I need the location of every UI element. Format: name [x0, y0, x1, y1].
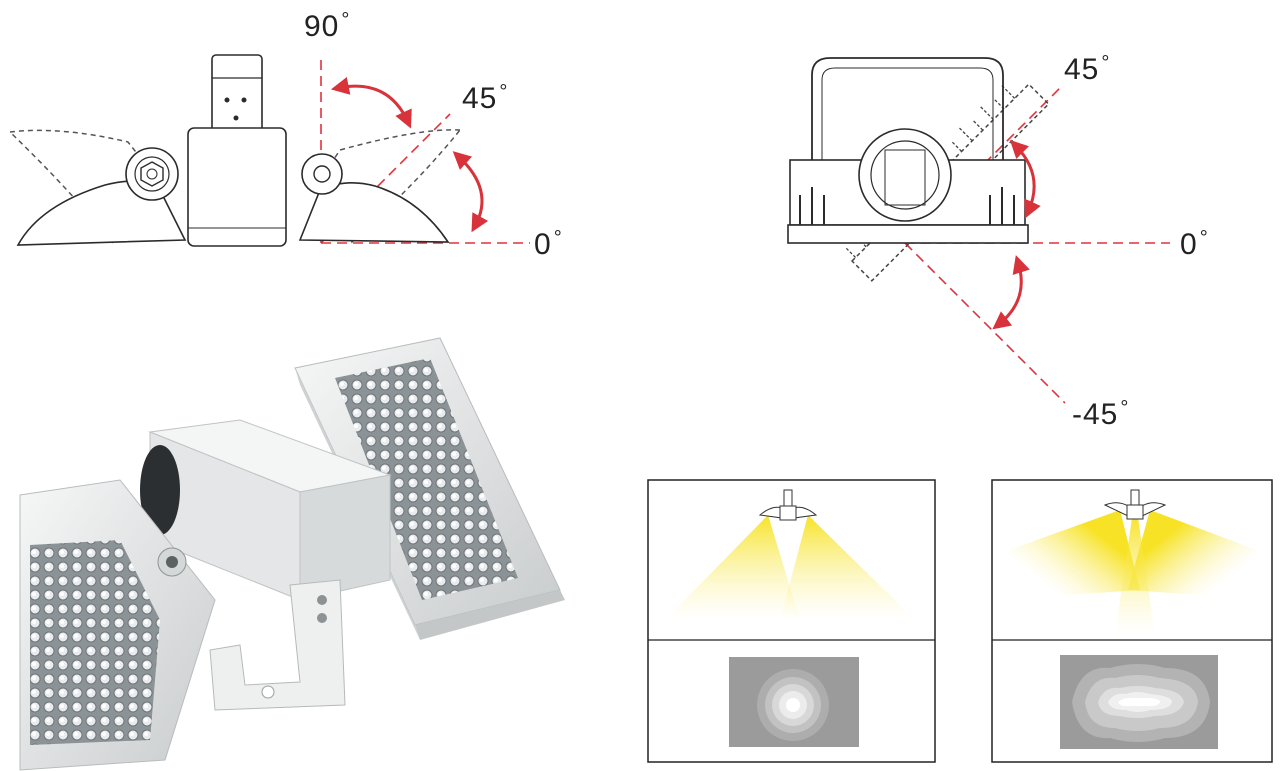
degree-symbol: ° — [1199, 227, 1209, 249]
degree-symbol: ° — [1120, 397, 1130, 419]
driver-housing — [187, 127, 287, 247]
side-view-diagram — [8, 54, 530, 247]
angle-label-90: 90° — [304, 9, 351, 43]
mini-floodlight-icon-wide — [1103, 489, 1167, 520]
front-rotation-arrow-lower — [992, 255, 1030, 330]
wide-beam-down — [1115, 518, 1155, 635]
right-hinge-icon — [301, 153, 343, 195]
wide-beam-right — [1128, 510, 1270, 600]
front-down-diagonal-line — [904, 242, 1066, 404]
right-head-tilted-outline — [319, 129, 462, 244]
left-lamp-head — [19, 479, 216, 771]
angle-value: 90 — [304, 10, 340, 43]
wide-isolux-map — [1060, 655, 1218, 749]
front-bracket-outline — [811, 57, 1004, 160]
diagonal-reference-line — [320, 113, 451, 244]
narrow-beam-left — [665, 515, 800, 620]
angle-label-0-side: 0° — [534, 227, 563, 261]
beam-panel-narrow — [647, 479, 936, 763]
angle-label-45-front: 45° — [1064, 52, 1111, 86]
angle-label-0-front: 0° — [1180, 227, 1209, 261]
rotation-arrow-upper — [330, 77, 412, 129]
angle-value: -45 — [1072, 398, 1119, 431]
front-rotation-arrow-upper — [1009, 139, 1041, 219]
angle-value: 0 — [534, 228, 552, 261]
degree-symbol: ° — [553, 227, 563, 249]
degree-symbol: ° — [1101, 52, 1111, 74]
product-photo — [19, 337, 565, 771]
left-head-tilted-outline — [8, 129, 151, 244]
u-bracket — [209, 579, 346, 711]
degree-symbol: ° — [499, 81, 509, 103]
narrow-beam-right — [780, 515, 915, 620]
degree-symbol: ° — [341, 9, 351, 31]
beam-panel-wide — [991, 479, 1273, 763]
left-hinge-icon — [125, 147, 179, 201]
front-hub-icon — [858, 128, 952, 222]
right-led-array — [335, 358, 518, 600]
narrow-isolux-map — [729, 657, 859, 747]
angle-label-45-side: 45° — [462, 81, 509, 115]
mini-floodlight-icon — [758, 489, 818, 521]
front-view-diagram — [787, 57, 1170, 404]
angle-label-minus-45-front: -45° — [1072, 397, 1130, 431]
angle-value: 0 — [1180, 228, 1198, 261]
left-led-array — [30, 540, 160, 745]
wide-beam-left — [995, 510, 1140, 600]
angle-value: 45 — [1064, 53, 1100, 86]
angle-value: 45 — [462, 82, 498, 115]
rotation-arrow-lower — [452, 151, 489, 233]
driver-box — [140, 419, 392, 601]
